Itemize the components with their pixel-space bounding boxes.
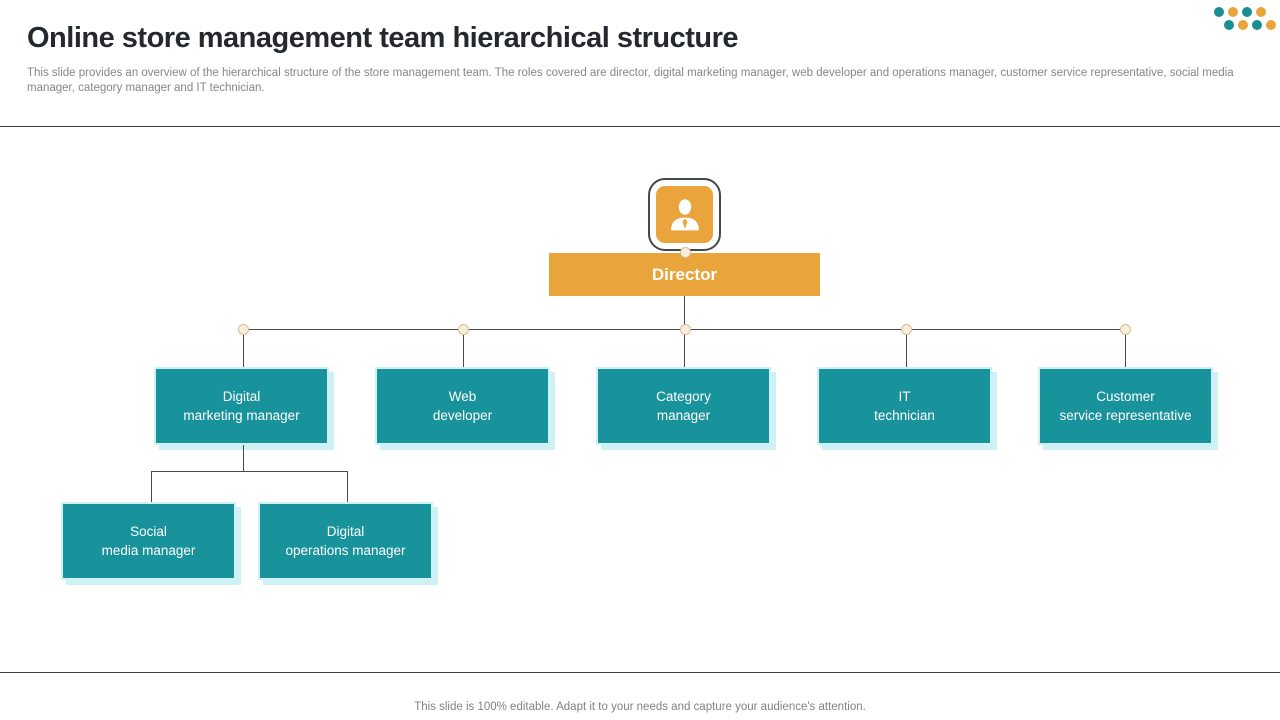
connector-dot bbox=[680, 324, 691, 335]
connector-dot bbox=[458, 324, 469, 335]
connector-line bbox=[906, 329, 907, 367]
org-node-label: IT bbox=[898, 389, 911, 404]
org-node-label: technician bbox=[874, 408, 935, 423]
org-node-label: Social bbox=[130, 524, 167, 539]
org-node-category-manager: Category manager bbox=[596, 367, 771, 445]
brand-logo-dots bbox=[1214, 7, 1276, 30]
org-node-label: Digital bbox=[326, 524, 365, 539]
org-node-it-technician: IT technician bbox=[817, 367, 992, 445]
connector-line bbox=[243, 445, 244, 471]
logo-dots-row bbox=[1224, 20, 1276, 30]
logo-dot bbox=[1242, 7, 1252, 17]
org-node-label: Digital bbox=[222, 389, 261, 404]
org-node-digital-marketing-manager: Digital marketing manager bbox=[154, 367, 329, 445]
director-icon-frame bbox=[648, 178, 721, 251]
connector-line bbox=[463, 329, 464, 367]
org-node-label: Customer bbox=[1096, 389, 1155, 404]
org-node-label: Category bbox=[656, 389, 711, 404]
connector-line bbox=[243, 329, 244, 367]
org-node-digital-operations-manager: Digital operations manager bbox=[258, 502, 433, 580]
connector-line bbox=[151, 471, 152, 502]
org-node-label: marketing manager bbox=[183, 408, 300, 423]
org-node-web-developer: Web developer bbox=[375, 367, 550, 445]
org-node-label: Director bbox=[651, 264, 718, 284]
connector-line bbox=[347, 471, 348, 502]
connector-dot bbox=[238, 324, 249, 335]
footer-note: This slide is 100% editable. Adapt it to… bbox=[414, 701, 866, 713]
org-node-label: manager bbox=[656, 408, 711, 423]
org-node-label: service representative bbox=[1059, 408, 1192, 423]
connector-dot bbox=[1120, 324, 1131, 335]
logo-dot bbox=[1214, 7, 1224, 17]
footer-divider bbox=[0, 672, 1280, 673]
org-node-label: media manager bbox=[101, 543, 196, 558]
slide-subtitle: This slide provides an overview of the h… bbox=[27, 67, 1234, 94]
header-divider bbox=[0, 126, 1280, 127]
connector-dot bbox=[680, 247, 691, 258]
org-node-customer-service-representative: Customer service representative bbox=[1038, 367, 1213, 445]
connector-line bbox=[684, 296, 685, 329]
logo-dot bbox=[1224, 20, 1234, 30]
logo-dot bbox=[1228, 7, 1238, 17]
slide-title: Online store management team hierarchica… bbox=[27, 22, 739, 54]
org-node-director: Director bbox=[549, 253, 820, 296]
logo-dot bbox=[1238, 20, 1248, 30]
person-icon bbox=[656, 186, 713, 243]
logo-dot bbox=[1266, 20, 1276, 30]
org-node-label: operations manager bbox=[285, 543, 406, 558]
org-node-social-media-manager: Social media manager bbox=[61, 502, 236, 580]
connector-dot bbox=[901, 324, 912, 335]
connector-line bbox=[684, 329, 685, 367]
logo-dots-row bbox=[1214, 7, 1276, 17]
org-node-label: Web bbox=[448, 389, 477, 404]
org-node-label: developer bbox=[432, 408, 493, 423]
connector-line bbox=[151, 471, 348, 472]
logo-dot bbox=[1256, 7, 1266, 17]
connector-line bbox=[1125, 329, 1126, 367]
logo-dot bbox=[1252, 20, 1262, 30]
